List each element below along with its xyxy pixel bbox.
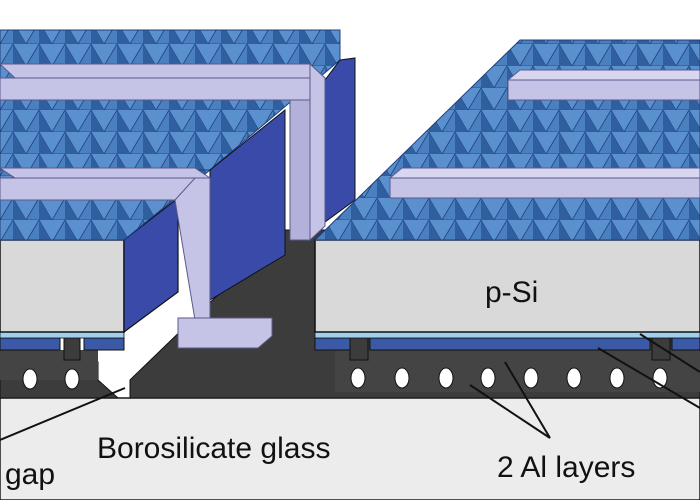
al-finger-top-front (0, 77, 311, 101)
al-finger-middle-front (0, 177, 196, 201)
al-finger-top-vertical-side (289, 99, 311, 241)
al-finger-middle (0, 167, 212, 179)
al-finger-right-top-cap (506, 69, 700, 81)
p-si-block-right (314, 239, 700, 333)
label-borosilicate-glass: Borosilicate glass (97, 432, 330, 465)
al-finger-top (0, 63, 327, 79)
al-finger-top-vertical (309, 62, 326, 242)
leader-lines (0, 333, 700, 441)
al-finger-middle-vertical (174, 177, 211, 321)
label-gap: gap (5, 458, 55, 491)
label-p-si: p-Si (485, 276, 538, 309)
thin-layer-left-a (0, 337, 61, 351)
thin-layer-right-b (369, 337, 651, 351)
al-layer-left (0, 350, 98, 380)
side-wall-upper (324, 57, 356, 223)
al-finger-right-bottom-cap (388, 167, 700, 179)
al-finger-right-top (507, 79, 700, 101)
thin-layer-left-b (83, 337, 125, 351)
p-si-block-left (0, 239, 125, 333)
p-si-left-side (123, 196, 179, 334)
al-finger-foot (177, 317, 273, 349)
thin-layer-right-c (671, 337, 700, 351)
label-2-al-layers: 2 Al layers (497, 451, 635, 484)
contact-holes-right (350, 367, 668, 389)
al-finger-right-bottom (389, 177, 700, 199)
contact-holes-left (22, 368, 80, 390)
thin-layer-right-a (314, 337, 351, 351)
al-layer-right (335, 350, 700, 392)
